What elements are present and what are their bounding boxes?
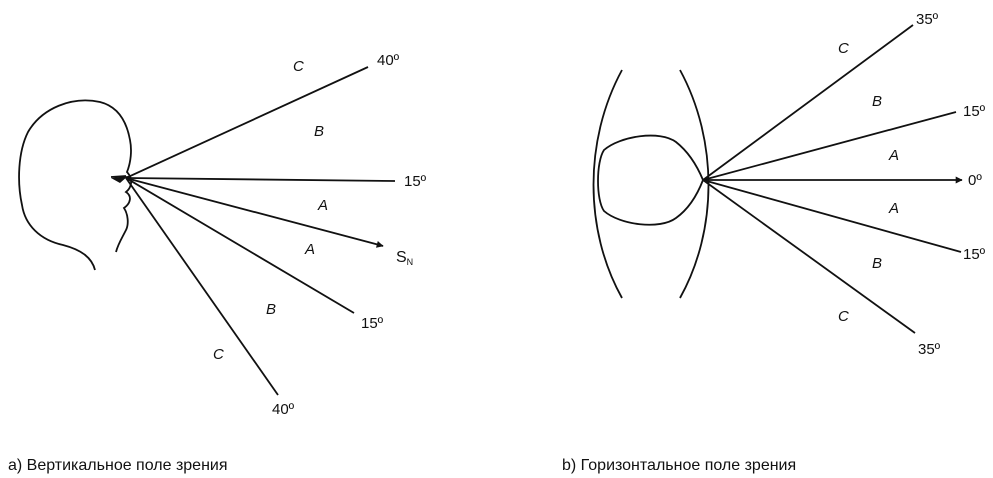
- caption-horizontal: b) Горизонтальное поле зрения: [562, 457, 796, 474]
- sight-line-arrow: [125, 177, 384, 248]
- vertical-field-figure: 40º 15º 15º 40º C B A A B C SN a) Вертик…: [8, 52, 427, 474]
- zone-c-top: C: [838, 40, 849, 57]
- ray-left-35: [702, 24, 914, 181]
- zone-c-top: C: [293, 58, 304, 75]
- angle-label-down-15: 15º: [361, 315, 384, 332]
- sight-line-label: SN: [396, 249, 413, 267]
- caption-vertical: a) Вертикальное поле зрения: [8, 457, 228, 474]
- zone-b-top: B: [314, 123, 324, 140]
- zone-c-bottom: C: [213, 346, 224, 363]
- head-top-view: [597, 134, 704, 226]
- zone-c-bottom: C: [838, 308, 849, 325]
- angle-label-up-40: 40º: [377, 52, 400, 69]
- shoulder-arc-left: [592, 69, 623, 299]
- ray-right-35: [702, 179, 916, 334]
- ray-left-15: [702, 111, 957, 181]
- eye-icon: [111, 176, 128, 183]
- zone-a-lower: A: [304, 241, 315, 258]
- shoulder-arc-right: [679, 69, 710, 299]
- horizontal-field-figure: 35º 15º 0º 15º 35º C B A A B C b) Горизо…: [562, 11, 986, 474]
- zone-a-upper: A: [317, 197, 328, 214]
- angle-label-right-15: 15º: [963, 246, 986, 263]
- angle-label-down-40: 40º: [272, 401, 295, 418]
- angle-label-right-35: 35º: [918, 341, 941, 358]
- ray-up-40: [125, 66, 369, 179]
- angle-label-left-35: 35º: [916, 11, 939, 28]
- zone-a-lower: A: [888, 200, 899, 217]
- ray-up-15: [125, 177, 396, 182]
- zone-b-bottom: B: [872, 255, 882, 272]
- zone-b-bottom: B: [266, 301, 276, 318]
- angle-label-center: 0º: [968, 172, 982, 189]
- ray-down-40: [125, 177, 279, 396]
- ray-right-15: [702, 179, 962, 253]
- zone-a-upper: A: [888, 147, 899, 164]
- head-profile-outline: [18, 99, 132, 271]
- ray-down-15: [125, 177, 355, 314]
- angle-label-up-15: 15º: [404, 173, 427, 190]
- angle-label-left-15: 15º: [963, 103, 986, 120]
- zone-b-top: B: [872, 93, 882, 110]
